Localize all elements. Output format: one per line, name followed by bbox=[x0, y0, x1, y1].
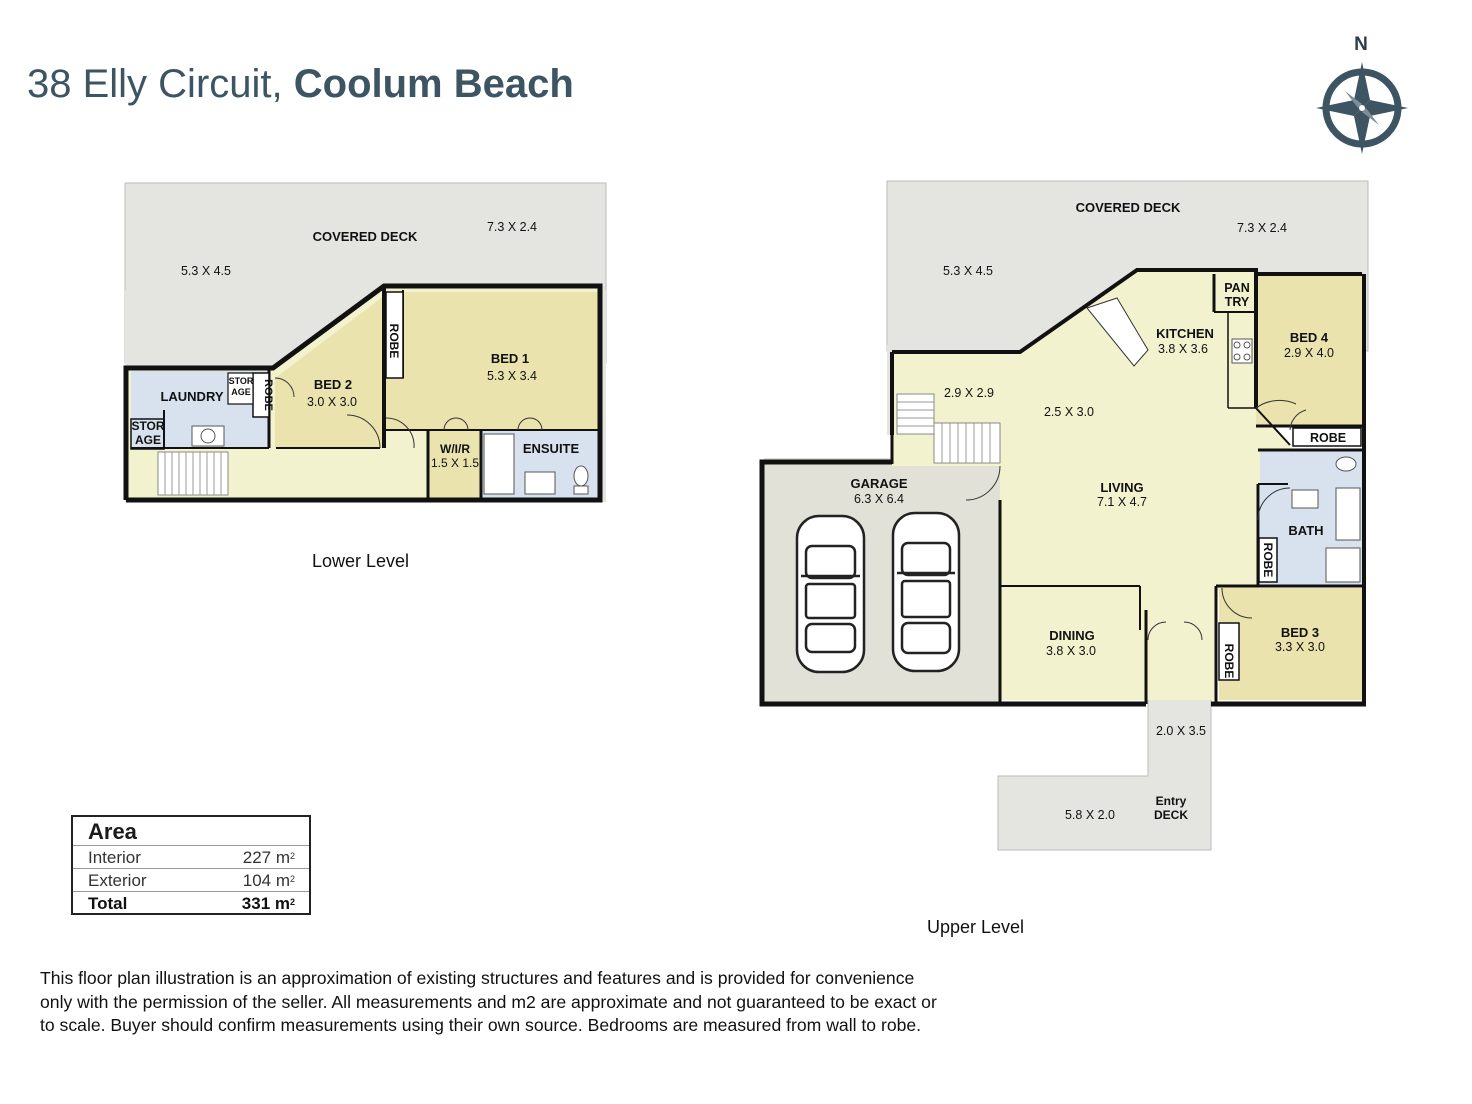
upper-robe-bed4: ROBE bbox=[1310, 431, 1346, 445]
disclaimer: This floor plan illustration is an appro… bbox=[40, 967, 1120, 1038]
title-suburb: Coolum Beach bbox=[293, 62, 574, 106]
lower-level-plan: COVERED DECK 5.3 X 4.5 7.3 X 2.4 LAUNDRY… bbox=[123, 182, 607, 503]
upper-bed4-dim: 2.9 X 4.0 bbox=[1284, 346, 1334, 360]
car-icon bbox=[891, 511, 961, 673]
upper-bed4-label: BED 4 bbox=[1290, 330, 1329, 345]
lower-storage-top-1: STOR bbox=[229, 376, 254, 386]
upper-deck-label: COVERED DECK bbox=[1076, 200, 1181, 215]
upper-pantry-2: TRY bbox=[1225, 295, 1250, 309]
lower-deck-label: COVERED DECK bbox=[313, 229, 418, 244]
upper-living-label: LIVING bbox=[1100, 480, 1143, 495]
lower-wir-label: W/I/R bbox=[440, 442, 470, 456]
area-row-label: Exterior bbox=[88, 871, 147, 890]
upper-kitchen-label: KITCHEN bbox=[1156, 326, 1214, 341]
upper-robe-bed3: ROBE bbox=[1222, 644, 1236, 679]
lower-level-label: Lower Level bbox=[312, 551, 410, 571]
disclaimer-line: only with the permission of the seller. … bbox=[40, 991, 937, 1012]
disclaimer-line: to scale. Buyer should confirm measureme… bbox=[40, 1015, 922, 1035]
upper-robe-bath: ROBE bbox=[1261, 543, 1275, 578]
upper-bed3-dim: 3.3 X 3.0 bbox=[1275, 640, 1325, 654]
upper-garage-dim: 6.3 X 6.4 bbox=[854, 492, 904, 506]
lower-storage-left-2: AGE bbox=[135, 433, 161, 447]
upper-stair-dim: 2.9 X 2.9 bbox=[944, 386, 994, 400]
lower-deck-dim-a: 5.3 X 4.5 bbox=[181, 264, 231, 278]
compass-north-label: N bbox=[1354, 34, 1368, 55]
compass-icon: N bbox=[1316, 34, 1408, 154]
upper-living bbox=[892, 272, 1290, 700]
area-row-value: 104 m2 bbox=[242, 871, 295, 890]
title-street: 38 Elly Circuit, bbox=[27, 62, 283, 106]
lower-storage-top-2: AGE bbox=[231, 387, 251, 397]
lower-ensuite-label: ENSUITE bbox=[523, 441, 580, 456]
upper-level-label: Upper Level bbox=[927, 917, 1025, 937]
disclaimer-line: This floor plan illustration is an appro… bbox=[40, 968, 915, 988]
lower-bed2-dim: 3.0 X 3.0 bbox=[307, 395, 357, 409]
lower-bed1-label: BED 1 bbox=[491, 351, 529, 366]
upper-dining-dim: 3.8 X 3.0 bbox=[1046, 644, 1096, 658]
upper-entry-dim: 5.8 X 2.0 bbox=[1065, 808, 1115, 822]
lower-deck-dim-b: 7.3 X 2.4 bbox=[487, 220, 537, 234]
upper-pantry-1: PAN bbox=[1224, 281, 1249, 295]
lower-storage-left-1: STOR bbox=[131, 419, 164, 433]
lower-bed1 bbox=[386, 292, 599, 430]
area-row-value: 227 m2 bbox=[242, 848, 295, 867]
upper-hall-dim: 2.5 X 3.0 bbox=[1044, 405, 1094, 419]
page-title: 38 Elly Circuit, Coolum Beach bbox=[27, 62, 574, 107]
area-row-total: Total 331 m2 bbox=[73, 892, 309, 915]
upper-garage-label: GARAGE bbox=[850, 476, 907, 491]
lower-bed2-label: BED 2 bbox=[314, 377, 352, 392]
upper-bed3-label: BED 3 bbox=[1281, 625, 1319, 640]
upper-dining-label: DINING bbox=[1049, 628, 1095, 643]
upper-kitchen-dim: 3.8 X 3.6 bbox=[1158, 342, 1208, 356]
upper-deck-dim-a: 5.3 X 4.5 bbox=[943, 264, 993, 278]
upper-deck-dim-b: 7.3 X 2.4 bbox=[1237, 221, 1287, 235]
area-row-exterior: Exterior 104 m2 bbox=[73, 869, 309, 892]
lower-laundry-label: LAUNDRY bbox=[160, 389, 223, 404]
upper-entry-1: Entry bbox=[1156, 794, 1187, 808]
lower-robe-small: ROBE bbox=[262, 379, 274, 411]
area-row-interior: Interior 227 m2 bbox=[73, 846, 309, 869]
lower-bed2 bbox=[275, 296, 384, 448]
upper-living-dim: 7.1 X 4.7 bbox=[1097, 495, 1147, 509]
upper-level-plan: COVERED DECK 5.3 X 4.5 7.3 X 2.4 PAN TRY… bbox=[759, 180, 1369, 851]
car-icon bbox=[795, 514, 866, 674]
area-row-label: Total bbox=[88, 894, 128, 913]
lower-wir-dim: 1.5 X 1.5 bbox=[431, 456, 479, 470]
lower-bed1-dim: 5.3 X 3.4 bbox=[487, 369, 537, 383]
upper-bed3 bbox=[1219, 588, 1365, 700]
lower-robe-bed2: ROBE bbox=[387, 324, 401, 359]
area-row-value: 331 m2 bbox=[241, 894, 295, 913]
area-table: Area Interior 227 m2 Exterior 104 m2 Tot… bbox=[71, 815, 311, 915]
upper-walk-dim: 2.0 X 3.5 bbox=[1156, 724, 1206, 738]
upper-bath-label: BATH bbox=[1288, 523, 1323, 538]
upper-entry-2: DECK bbox=[1154, 808, 1188, 822]
area-row-label: Interior bbox=[88, 848, 141, 867]
area-heading: Area bbox=[73, 817, 309, 846]
